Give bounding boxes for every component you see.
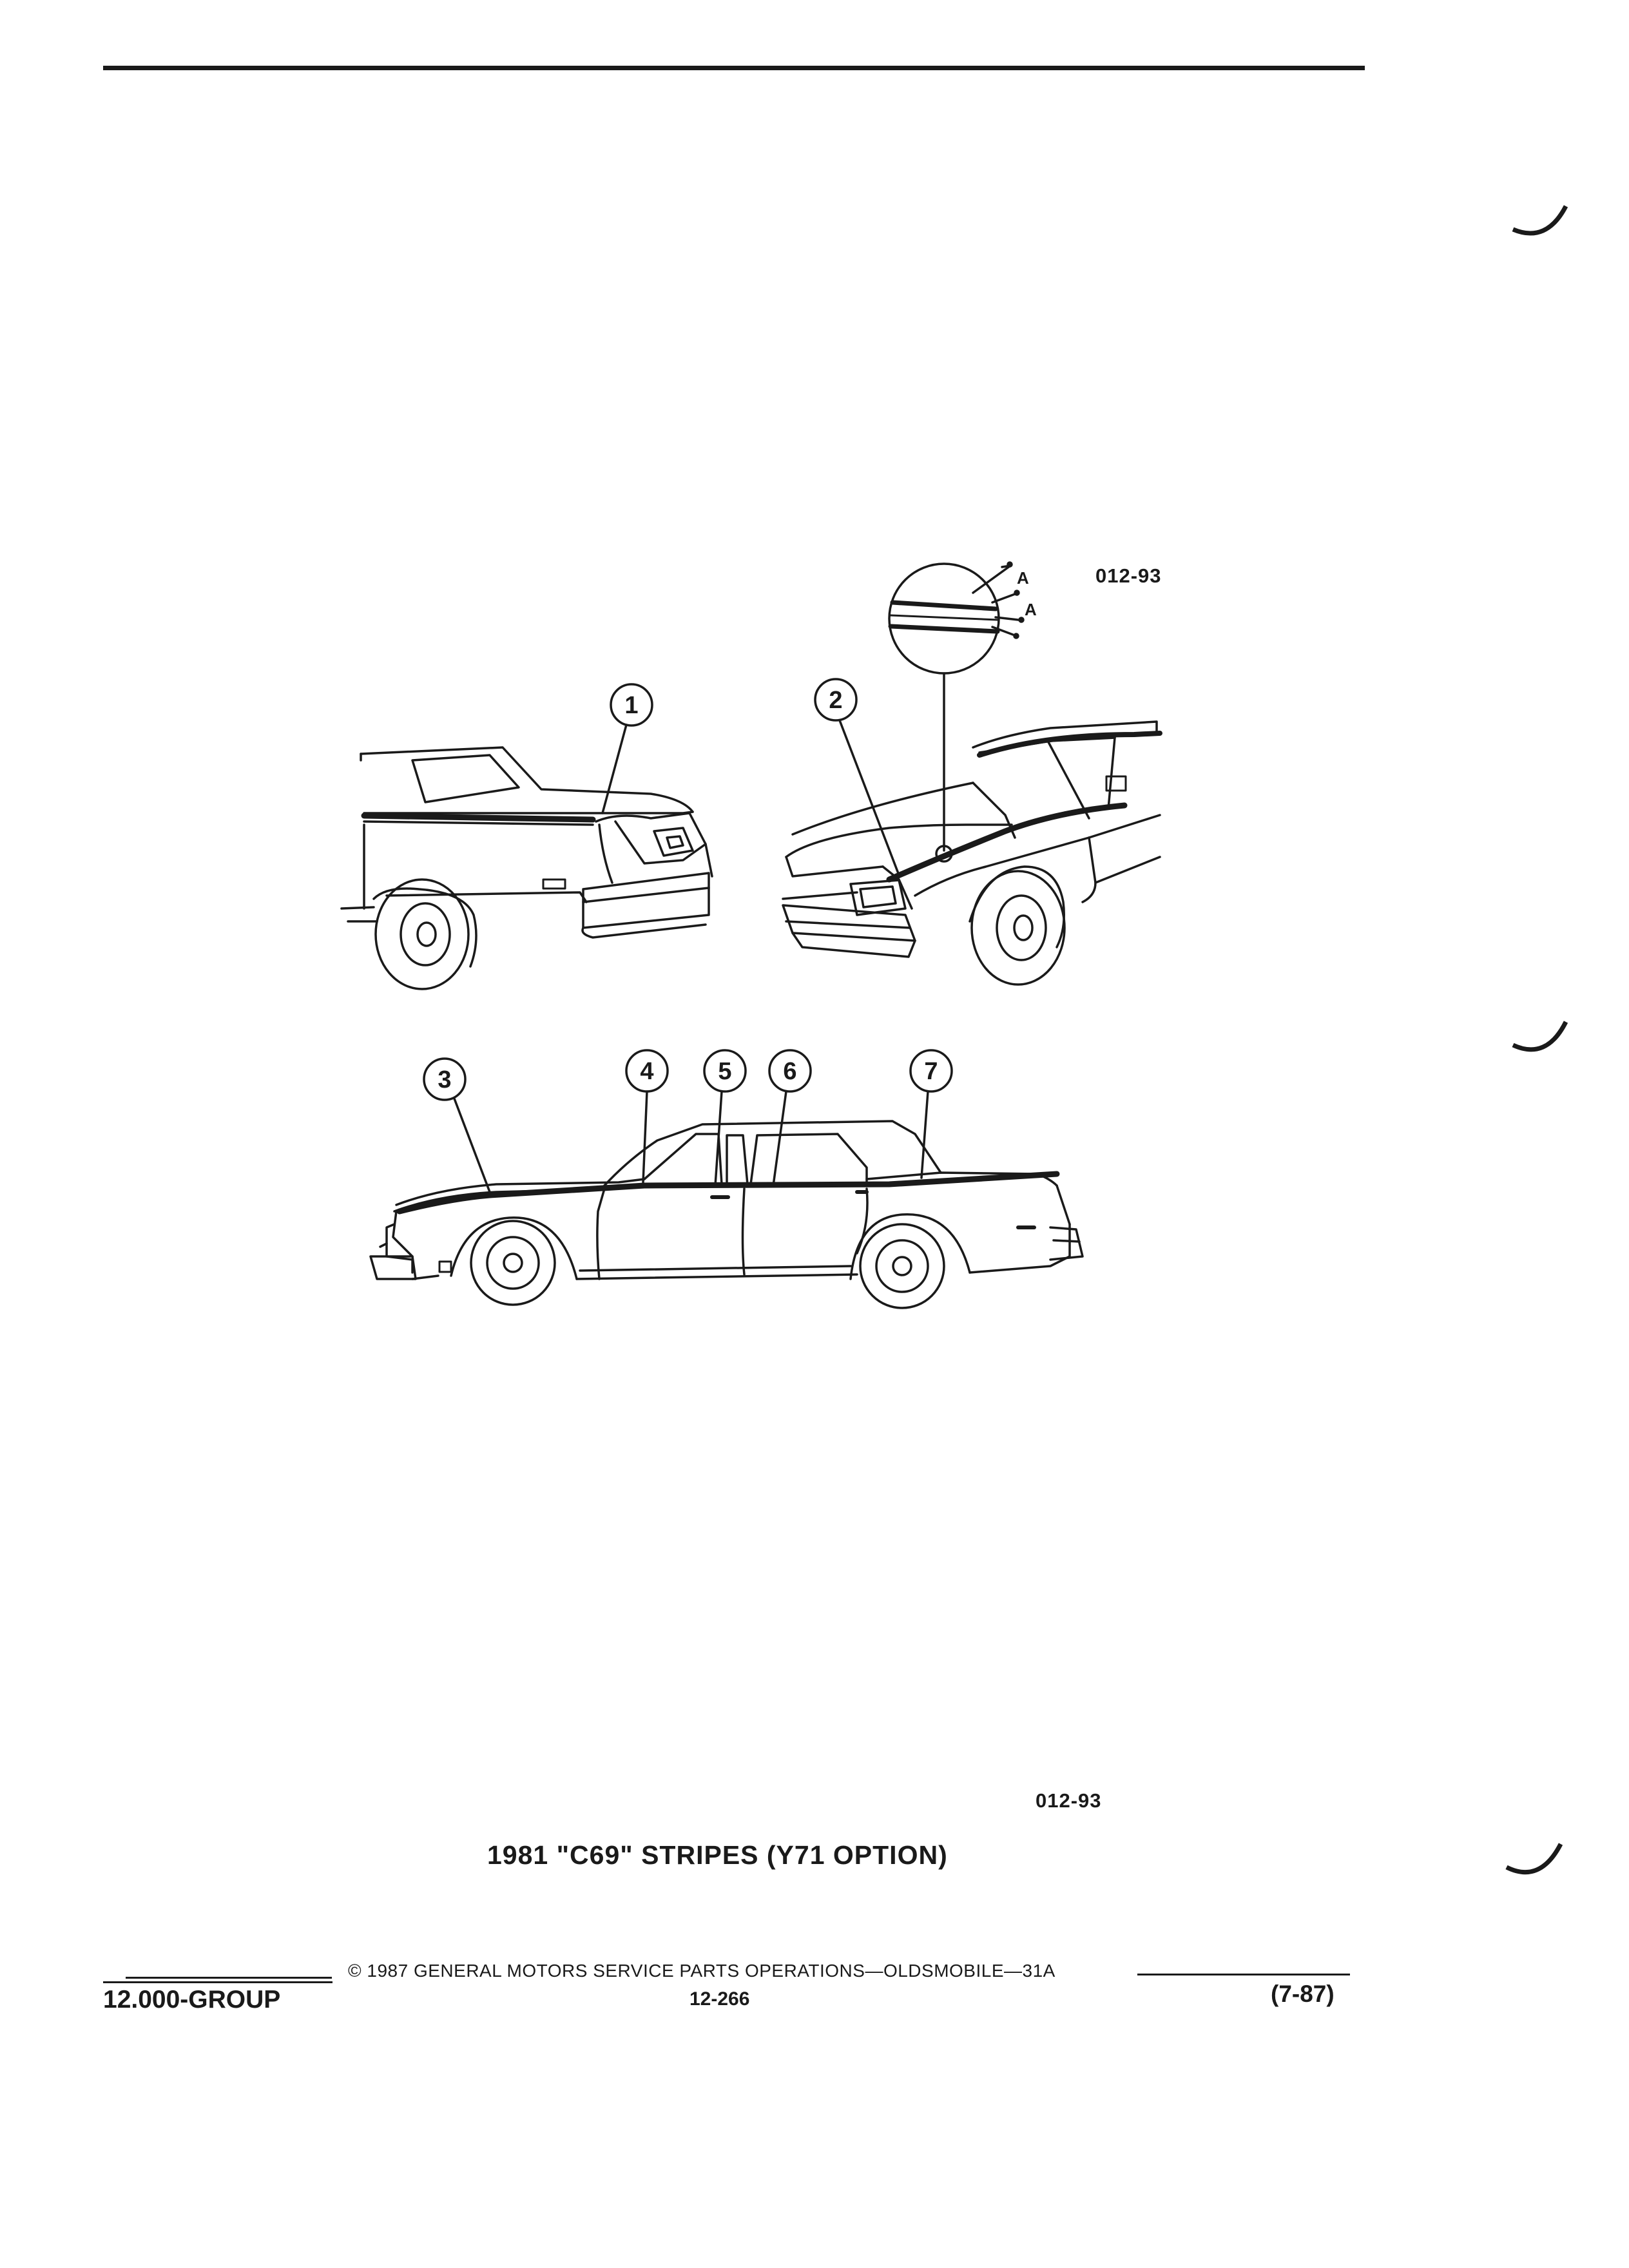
item-number: 2 bbox=[829, 687, 842, 714]
item-number: 4 bbox=[640, 1058, 653, 1085]
footer-rule-right bbox=[1137, 1974, 1350, 1975]
page-number: 12-266 bbox=[689, 1988, 750, 2010]
figure-code-top: 012-93 bbox=[1095, 564, 1162, 587]
detail-label: A bbox=[1017, 568, 1029, 588]
item-number: 7 bbox=[924, 1058, 938, 1085]
side-view-car bbox=[369, 1120, 1084, 1309]
item-number: 5 bbox=[718, 1058, 731, 1085]
figure-caption: 1981 "C69" STRIPES (Y71 OPTION) bbox=[487, 1840, 948, 1870]
item-number: 1 bbox=[624, 692, 638, 719]
group-label: 12.000-GROUP bbox=[103, 1986, 281, 2013]
detail-label: A bbox=[1025, 600, 1037, 619]
top-rule bbox=[103, 66, 1365, 70]
revision-date: (7-87) bbox=[1271, 1981, 1335, 2007]
callout-7 bbox=[909, 1049, 953, 1179]
figure-code-bottom: 012-93 bbox=[1036, 1789, 1102, 1812]
front-view-car bbox=[782, 720, 1162, 986]
footer-rule-group bbox=[103, 1981, 333, 1983]
binder-mark-icon bbox=[1512, 1021, 1568, 1052]
callout-5 bbox=[703, 1049, 747, 1187]
callout-2 bbox=[814, 678, 900, 876]
callout-6 bbox=[768, 1049, 812, 1187]
callout-1 bbox=[601, 683, 653, 814]
binder-mark-icon bbox=[1512, 205, 1568, 236]
item-number: 3 bbox=[438, 1066, 451, 1093]
callout-4 bbox=[625, 1049, 669, 1184]
callout-3 bbox=[423, 1057, 491, 1193]
footer-rule-left bbox=[126, 1977, 332, 1979]
detail-magnifier bbox=[888, 561, 1025, 863]
item-number: 6 bbox=[783, 1058, 796, 1085]
rear-view-car bbox=[340, 746, 713, 990]
copyright-line: © 1987 GENERAL MOTORS SERVICE PARTS OPER… bbox=[348, 1961, 1055, 1981]
binder-mark-icon bbox=[1505, 1843, 1563, 1875]
